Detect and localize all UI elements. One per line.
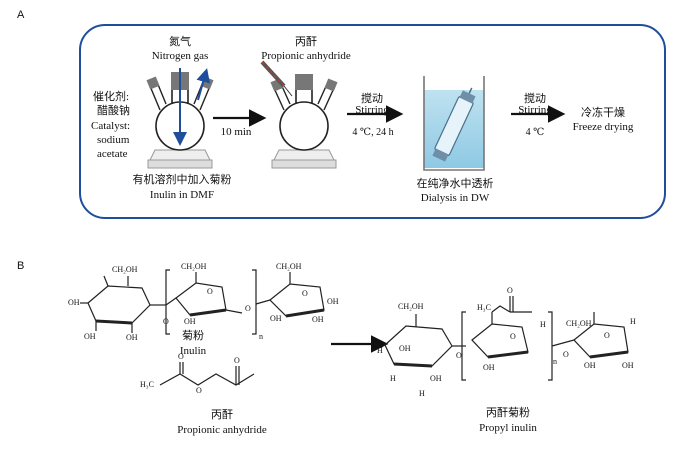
product-ester-o: O xyxy=(507,286,513,295)
anhydride-en: Propionic anhydride xyxy=(177,424,267,436)
stir1-cond: 4 ℃, 24 h xyxy=(352,127,394,138)
inulin-o-1: O xyxy=(163,317,169,326)
product-oh-4: OH xyxy=(584,361,596,370)
product-ch2oh-2: CH₂OH xyxy=(566,319,592,328)
anhydride-structure xyxy=(159,362,255,386)
freeze-cn: 冷冻干燥 xyxy=(581,107,625,119)
gas-label-cn: 氮气 xyxy=(169,36,191,48)
product-n: n xyxy=(553,357,557,366)
stir2-cn: 搅动 xyxy=(524,93,546,105)
product-oh-2: OH xyxy=(430,374,442,383)
catalyst-cn-2: 醋酸钠 xyxy=(97,105,130,117)
dialysis-en: Dialysis in DW xyxy=(420,192,490,204)
product-h-3: H xyxy=(419,389,425,398)
stir2-cond: 4 ℃ xyxy=(525,127,545,138)
inulin-oh-6: OH xyxy=(312,315,324,324)
stir1-en: Stirring xyxy=(355,104,389,116)
step1-time: 10 min xyxy=(220,126,252,138)
product-h-5: H xyxy=(630,317,636,326)
inulin-o-2: O xyxy=(245,304,251,313)
product-o-ring-2: O xyxy=(604,331,610,340)
flask1-cn: 有机溶剂中加入菊粉 xyxy=(132,174,232,186)
product-cn: 丙酐菊粉 xyxy=(486,407,530,419)
inulin-o-ring-1: O xyxy=(207,287,213,296)
inulin-ch2oh-3: CH₂OH xyxy=(276,262,302,271)
syringe-icon xyxy=(260,60,286,88)
gas-label-en: Nitrogen gas xyxy=(151,50,209,62)
dialysis-cn: 在纯净水中透析 xyxy=(416,178,494,190)
dialysis-beaker xyxy=(423,76,485,171)
propyl-inulin-structure xyxy=(384,296,629,381)
product-h-2: H xyxy=(390,374,396,383)
inulin-oh-7: OH xyxy=(327,297,339,306)
product-oh-3: OH xyxy=(483,363,495,372)
product-o-1: O xyxy=(456,351,462,360)
product-o-ring: O xyxy=(510,332,516,341)
stir1-cn: 搅动 xyxy=(361,93,383,105)
catalyst-en-3: acetate xyxy=(97,148,128,160)
anhydride-o-1: O xyxy=(178,352,184,361)
product-o-2: O xyxy=(563,350,569,359)
inulin-ch2oh-2: CH₂OH xyxy=(181,262,207,271)
inulin-oh-2: OH xyxy=(84,332,96,341)
inulin-oh-1: OH xyxy=(68,298,80,307)
product-ch2oh-1: CH₂OH xyxy=(398,302,424,311)
product-h-1: H xyxy=(377,346,383,355)
inulin-ch2oh-1: CH₂OH xyxy=(112,265,138,274)
product-h3c: H₃C xyxy=(477,303,491,312)
product-oh-5: OH xyxy=(622,361,634,370)
flask-2 xyxy=(260,60,338,169)
inulin-cn: 菊粉 xyxy=(182,330,204,342)
anhydride-o-3: O xyxy=(234,356,240,365)
inulin-en: Inulin xyxy=(179,345,207,357)
flask1-en: Inulin in DMF xyxy=(149,189,215,201)
anhydride-o-2: O xyxy=(196,386,202,395)
inulin-n: n xyxy=(259,332,263,341)
freeze-en: Freeze drying xyxy=(572,121,634,133)
panel-b-label: B xyxy=(17,260,25,272)
reagent-cn: 丙酐 xyxy=(295,36,317,48)
anhydride-h3c: H₃C xyxy=(140,380,154,389)
panel-a-label: A xyxy=(17,9,25,21)
inulin-oh-4: OH xyxy=(184,317,196,326)
product-h-4: H xyxy=(540,320,546,329)
catalyst-en-2: sodium xyxy=(97,134,130,146)
inulin-structure xyxy=(80,269,325,335)
panel-a-frame xyxy=(79,24,666,219)
product-en: Propyl inulin xyxy=(479,422,537,434)
inulin-oh-5: OH xyxy=(270,314,282,323)
anhydride-cn: 丙酐 xyxy=(211,409,233,421)
catalyst-cn-1: 催化剂: xyxy=(93,91,130,103)
catalyst-en-1: Catalyst: xyxy=(91,120,131,132)
reagent-en: Propionic anhydride xyxy=(261,50,351,62)
inulin-oh-3: OH xyxy=(126,333,138,342)
inulin-o-ring-2: O xyxy=(302,289,308,298)
flask-1 xyxy=(146,68,214,169)
product-oh-1: OH xyxy=(399,344,411,353)
stir2-en: Stirring xyxy=(518,104,552,116)
